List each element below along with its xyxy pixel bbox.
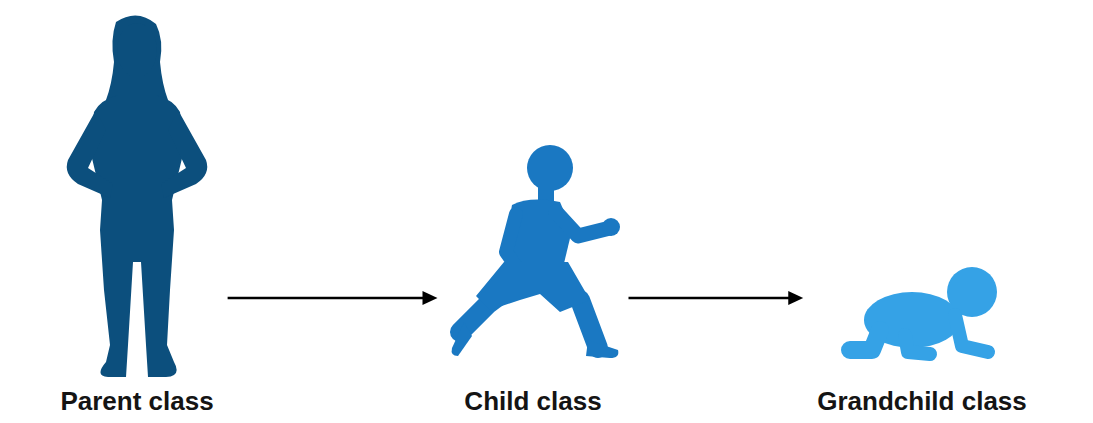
figure-node: Parent class: [54, 15, 219, 418]
arrow-head: [423, 291, 438, 305]
baby-silhouette: [850, 267, 997, 354]
arrow-line: [228, 297, 426, 300]
figure-node: Child class: [446, 140, 621, 418]
boy-silhouette: [452, 145, 620, 358]
figure-node: Grandchild class: [811, 262, 1033, 418]
class-label: Grandchild class: [817, 386, 1027, 416]
woman-silhouette: [67, 15, 208, 377]
inheritance-arrow: [629, 291, 804, 305]
inheritance-arrow: [228, 291, 438, 305]
class-label: Child class: [464, 386, 601, 416]
arrow-head: [788, 291, 803, 305]
arrow-line: [629, 297, 792, 300]
class-label: Parent class: [60, 386, 213, 416]
